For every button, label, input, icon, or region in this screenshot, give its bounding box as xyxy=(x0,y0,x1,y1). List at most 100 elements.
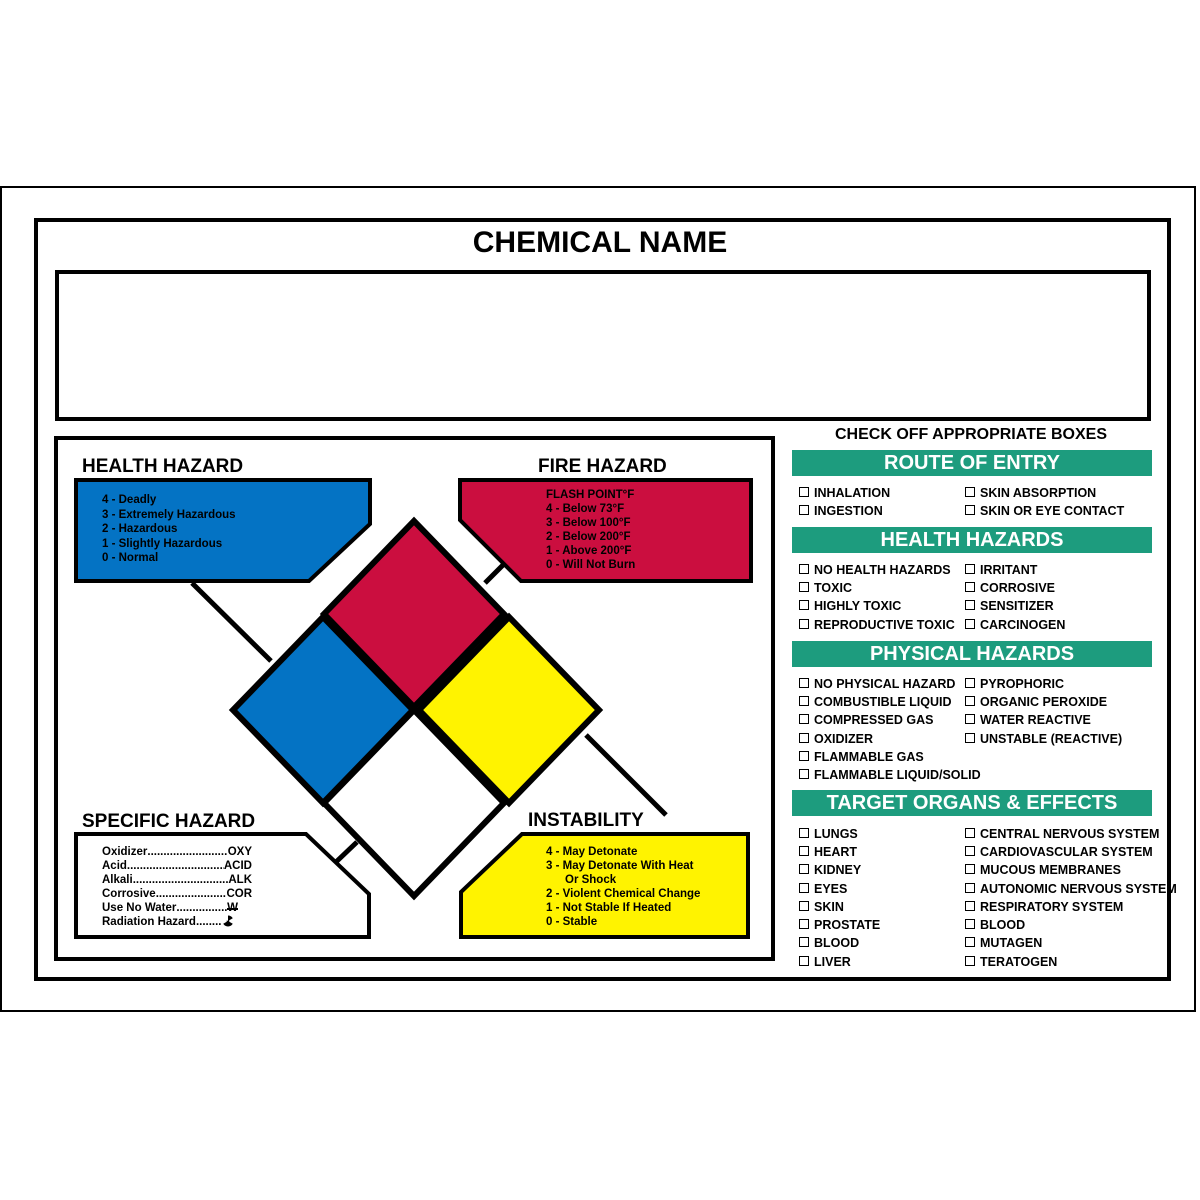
checkbox-box[interactable] xyxy=(965,733,975,743)
checkbox-box[interactable] xyxy=(799,619,809,629)
checkbox-box[interactable] xyxy=(799,846,809,856)
checkbox-item[interactable]: IRRITANT xyxy=(965,563,1037,577)
checkbox-box[interactable] xyxy=(965,582,975,592)
checkbox-box[interactable] xyxy=(799,937,809,947)
checkbox-box[interactable] xyxy=(799,505,809,515)
checkbox-item[interactable]: CARCINOGEN xyxy=(965,618,1065,632)
connector-lines xyxy=(190,561,668,864)
checkbox-item[interactable]: CARDIOVASCULAR SYSTEM xyxy=(965,845,1153,859)
checkbox-item[interactable]: SKIN xyxy=(799,900,844,914)
checkbox-item[interactable]: SENSITIZER xyxy=(965,599,1054,613)
specific-row: AcidACID xyxy=(102,859,252,873)
instability-levels: 4 - May Detonate 3 - May Detonate With H… xyxy=(546,845,700,929)
instability-diamond xyxy=(414,612,604,808)
checkbox-box[interactable] xyxy=(965,487,975,497)
checkbox-item[interactable]: FLAMMABLE LIQUID/SOLID xyxy=(799,768,981,782)
checkbox-box[interactable] xyxy=(965,828,975,838)
label-card xyxy=(0,186,1196,1012)
checkbox-box[interactable] xyxy=(799,582,809,592)
checkbox-item[interactable]: EYES xyxy=(799,882,847,896)
checkbox-box[interactable] xyxy=(799,864,809,874)
checkbox-item[interactable]: INHALATION xyxy=(799,486,890,500)
fire-hazard-panel xyxy=(458,478,753,583)
checkbox-box[interactable] xyxy=(965,696,975,706)
checkbox-box[interactable] xyxy=(965,678,975,688)
inner-border xyxy=(34,218,1171,981)
checkbox-box[interactable] xyxy=(799,769,809,779)
checkbox-box[interactable] xyxy=(799,564,809,574)
checkbox-box[interactable] xyxy=(799,678,809,688)
checkbox-item[interactable]: ORGANIC PEROXIDE xyxy=(965,695,1107,709)
checkbox-item[interactable]: OXIDIZER xyxy=(799,732,873,746)
instability-level: 3 - May Detonate With Heat xyxy=(546,860,694,872)
checkbox-box[interactable] xyxy=(799,714,809,724)
specific-label: Radiation Hazard xyxy=(102,916,196,928)
checkbox-item[interactable]: LIVER xyxy=(799,955,851,969)
specific-label: Oxidizer xyxy=(102,846,148,858)
checkbox-box[interactable] xyxy=(965,919,975,929)
checkbox-box[interactable] xyxy=(799,956,809,966)
checkbox-item[interactable]: COMBUSTIBLE LIQUID xyxy=(799,695,952,709)
checkbox-item[interactable]: HIGHLY TOXIC xyxy=(799,599,901,613)
checkbox-box[interactable] xyxy=(965,714,975,724)
checkbox-box[interactable] xyxy=(799,919,809,929)
checkbox-item[interactable]: KIDNEY xyxy=(799,863,861,877)
checkbox-box[interactable] xyxy=(965,564,975,574)
section-bar-health-hazards: HEALTH HAZARDS xyxy=(792,527,1152,553)
checkbox-item[interactable]: UNSTABLE (REACTIVE) xyxy=(965,732,1122,746)
checkbox-item[interactable]: SKIN OR EYE CONTACT xyxy=(965,504,1124,518)
fire-hazard-heading: FIRE HAZARD xyxy=(538,456,667,477)
checkbox-box[interactable] xyxy=(965,864,975,874)
checkbox-item[interactable]: MUTAGEN xyxy=(965,936,1042,950)
checkbox-box[interactable] xyxy=(965,901,975,911)
checkbox-box[interactable] xyxy=(965,846,975,856)
checkbox-item[interactable]: FLAMMABLE GAS xyxy=(799,750,924,764)
checkbox-item[interactable]: SKIN ABSORPTION xyxy=(965,486,1096,500)
checkbox-item[interactable]: WATER REACTIVE xyxy=(965,713,1091,727)
checkbox-item[interactable]: REPRODUCTIVE TOXIC xyxy=(799,618,955,632)
checkbox-item[interactable]: PYROPHORIC xyxy=(965,677,1064,691)
checkbox-item[interactable]: TOXIC xyxy=(799,581,852,595)
checkbox-box[interactable] xyxy=(965,619,975,629)
checkbox-item[interactable]: NO HEALTH HAZARDS xyxy=(799,563,951,577)
checkbox-item[interactable]: PROSTATE xyxy=(799,918,880,932)
health-level: 1 - Slightly Hazardous xyxy=(102,537,223,550)
checkbox-item[interactable]: NO PHYSICAL HAZARD xyxy=(799,677,955,691)
checkbox-item[interactable]: HEART xyxy=(799,845,857,859)
chemical-name-field[interactable] xyxy=(55,270,1151,421)
checkbox-item[interactable]: COMPRESSED GAS xyxy=(799,713,933,727)
checkbox-box[interactable] xyxy=(799,696,809,706)
checkbox-item[interactable]: BLOOD xyxy=(965,918,1025,932)
checkbox-box[interactable] xyxy=(799,487,809,497)
checkbox-box[interactable] xyxy=(965,883,975,893)
instability-level: Or Shock xyxy=(565,874,617,886)
checkbox-item[interactable]: CORROSIVE xyxy=(965,581,1055,595)
instability-heading: INSTABILITY xyxy=(528,810,644,831)
specific-row: AlkaliALK xyxy=(102,873,252,887)
checkbox-item[interactable]: TERATOGEN xyxy=(965,955,1057,969)
checkbox-box[interactable] xyxy=(799,901,809,911)
checkbox-box[interactable] xyxy=(965,956,975,966)
checkbox-box[interactable] xyxy=(799,733,809,743)
checkbox-item[interactable]: AUTONOMIC NERVOUS SYSTEM xyxy=(965,882,1177,896)
health-level: 4 - Deadly xyxy=(102,494,157,506)
checkbox-item[interactable]: MUCOUS MEMBRANES xyxy=(965,863,1121,877)
checkbox-item[interactable]: CENTRAL NERVOUS SYSTEM xyxy=(965,827,1159,841)
instability-panel xyxy=(459,832,750,939)
checkbox-item[interactable]: LUNGS xyxy=(799,827,858,841)
checkbox-item[interactable]: RESPIRATORY SYSTEM xyxy=(965,900,1123,914)
health-level: 2 - Hazardous xyxy=(102,523,178,535)
checkbox-box[interactable] xyxy=(799,751,809,761)
specific-row: Radiation Hazard xyxy=(102,915,252,930)
checkbox-box[interactable] xyxy=(965,505,975,515)
checkbox-box[interactable] xyxy=(799,883,809,893)
health-level: 0 - Normal xyxy=(102,552,159,564)
strikethrough-line xyxy=(227,908,238,910)
checkbox-item[interactable]: INGESTION xyxy=(799,504,883,518)
checkbox-box[interactable] xyxy=(965,937,975,947)
specific-code: ALK xyxy=(228,874,252,886)
checkbox-box[interactable] xyxy=(799,600,809,610)
checkbox-box[interactable] xyxy=(965,600,975,610)
checkbox-item[interactable]: BLOOD xyxy=(799,936,859,950)
checkbox-box[interactable] xyxy=(799,828,809,838)
